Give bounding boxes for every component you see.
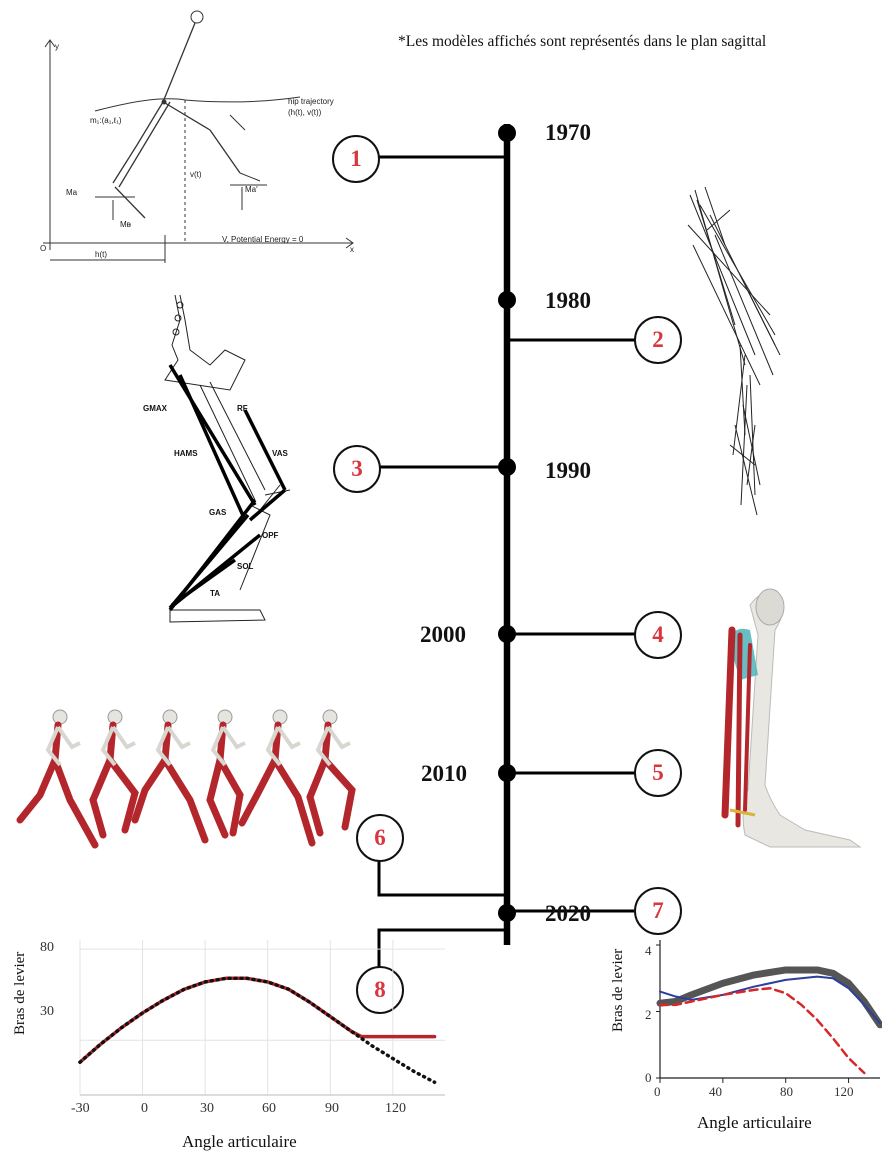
chart-left-ytick-30: 30 [40, 1004, 54, 1020]
chart-left-xtick-30: 30 [200, 1101, 214, 1117]
figure-6-running-sequence [10, 705, 370, 855]
model-badge-5: 5 [634, 749, 682, 797]
chart-left-ylabel: Bras de levier [12, 952, 29, 1035]
year-1990: 1990 [545, 458, 591, 484]
muscle-label-opf: OPF [262, 531, 278, 540]
model-badge-3: 3 [333, 445, 381, 493]
year-1980: 1980 [545, 288, 591, 314]
chart-right-xtick-120: 120 [834, 1084, 854, 1100]
chart-left-xtick-n30: -30 [71, 1101, 90, 1117]
chart-left-xlabel: Angle articulaire [182, 1132, 297, 1152]
model-badge-2: 2 [634, 316, 682, 364]
fig1-label-mf: Mᴃ [120, 220, 131, 229]
branch-8 [379, 930, 507, 968]
muscle-label-gas: GAS [209, 508, 226, 517]
fig1-label-x: x [350, 245, 354, 254]
chart-left-xtick-90: 90 [325, 1101, 339, 1117]
year-node-1990 [498, 458, 516, 476]
chart-right-ylabel: Bras de levier [610, 949, 627, 1032]
muscle-label-vas: VAS [272, 449, 288, 458]
fig1-label-ht: h(t) [95, 250, 107, 259]
chart-left-ytick-80: 80 [40, 940, 54, 956]
fig1-label-origin: O [40, 244, 46, 253]
figure-2-line-muscle-model [685, 185, 805, 520]
figure-1-link-model [35, 5, 365, 263]
chart-right-ytick-2: 2 [645, 1007, 652, 1023]
model-badge-8: 8 [356, 966, 404, 1014]
model-badge-7: 7 [634, 887, 682, 935]
fig1-label-ma: Ma [66, 188, 77, 197]
muscle-label-rf: RF [237, 404, 248, 413]
year-1970: 1970 [545, 120, 591, 146]
fig1-label-hip-trajectory: hip trajectory [288, 97, 334, 106]
muscle-label-ta: TA [210, 589, 220, 598]
chart-right-xtick-40: 40 [709, 1084, 722, 1100]
branch-6 [379, 860, 507, 895]
chart-right-xlabel: Angle articulaire [697, 1113, 812, 1133]
fig1-label-ma-prime: Ma′ [245, 185, 258, 194]
muscle-label-gmax: GMAX [143, 404, 167, 413]
chart-right-xtick-80: 80 [780, 1084, 793, 1100]
year-node-1970 [498, 124, 516, 142]
year-node-2020 [498, 904, 516, 922]
year-node-2000 [498, 625, 516, 643]
figure-4-5-lower-limb-model [710, 585, 870, 865]
fig1-label-y: y [55, 42, 59, 51]
fig1-label-hip-coords: (h(t), v(t)) [288, 108, 321, 117]
fig1-label-vt: v(t) [190, 170, 202, 179]
year-node-1980 [498, 291, 516, 309]
chart-left-xtick-60: 60 [262, 1101, 276, 1117]
chart-left-xtick-0: 0 [141, 1101, 148, 1117]
year-2020: 2020 [545, 901, 591, 927]
chart-right-ytick-0: 0 [645, 1070, 652, 1086]
chart-left-xtick-120: 120 [385, 1101, 406, 1117]
chart-right-ytick-4: 4 [645, 943, 652, 959]
year-2010: 2010 [421, 761, 467, 787]
muscle-label-sol: SOL [237, 562, 253, 571]
model-badge-4: 4 [634, 611, 682, 659]
chart-right-xtick-0: 0 [654, 1084, 661, 1100]
year-node-2010 [498, 764, 516, 782]
year-2000: 2000 [420, 622, 466, 648]
fig1-label-potential-energy: V, Potential Energy = 0 [222, 235, 303, 244]
fig1-label-m1: m₁:(a₁,ℓ₁) [90, 116, 122, 125]
muscle-label-hams: HAMS [174, 449, 198, 458]
